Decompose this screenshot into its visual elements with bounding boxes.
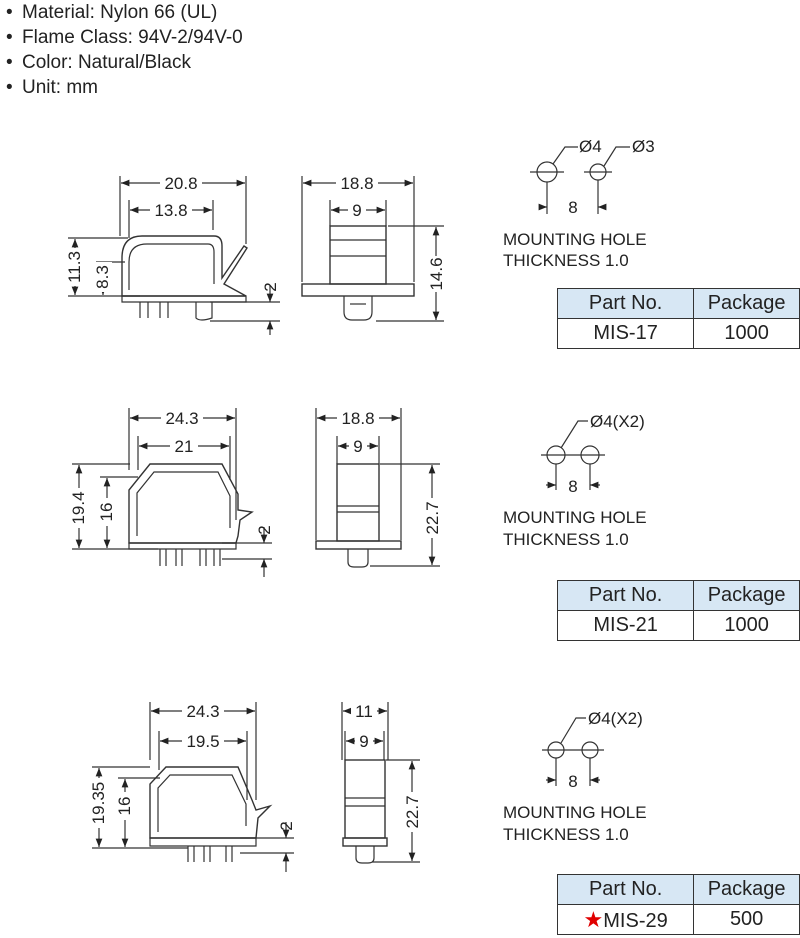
product-2-mounting-holes [541, 420, 605, 490]
dim-width-inner: 19.5 [186, 732, 219, 751]
spec-item-unit: • Unit: mm [6, 75, 243, 100]
product-2-front-view [72, 408, 272, 577]
thickness-label: THICKNESS 1.0 [503, 251, 629, 270]
dim-side-inner: 9 [353, 437, 362, 456]
table-header-row: Part No. Package [556, 580, 800, 611]
spec-list: • Material: Nylon 66 (UL) • Flame Class: 9… [6, 0, 243, 100]
header-part-no: Part No. [556, 874, 695, 905]
mounting-hole-label: MOUNTING HOLE [503, 508, 647, 527]
spec-text: Color: Natural/Black [22, 52, 191, 73]
dim-height-outer: 19.4 [69, 491, 88, 524]
dim-base: 2 [261, 282, 280, 291]
dim-width-inner: 13.8 [154, 201, 187, 220]
product-3-front-dim-labels: 24.3 19.5 19.35 16 2 [89, 702, 296, 831]
product-2-front-dim-labels: 24.3 21 19.4 16 2 [69, 409, 274, 535]
bullet-icon: • [6, 2, 13, 23]
table-row: ★MIS-29 500 [556, 904, 800, 935]
thickness-label: THICKNESS 1.0 [503, 530, 629, 549]
dim-width-outer: 20.8 [164, 174, 197, 193]
thickness-label: THICKNESS 1.0 [503, 825, 629, 844]
header-package: Package [693, 288, 800, 319]
product-1-side-view [301, 176, 444, 322]
dim-width-inner: 21 [175, 437, 194, 456]
hole-spacing: 8 [568, 477, 577, 496]
spec-item-color: • Color: Natural/Black [6, 50, 243, 75]
hole-label-b: Ø3 [632, 137, 655, 156]
spec-item-material: • Material: Nylon 66 (UL) [6, 0, 243, 25]
bullet-icon: • [6, 27, 13, 48]
spec-text: Flame Class: 94V-2/94V-0 [22, 27, 243, 48]
product-2-hole-labels: Ø4(X2) 8 MOUNTING HOLE THICKNESS 1.0 [503, 412, 647, 549]
cell-part-no: MIS-21 [556, 610, 695, 641]
cell-package: 1000 [693, 318, 800, 349]
dim-base: 2 [277, 821, 296, 830]
product-1-hole-labels: Ø4 Ø3 8 MOUNTING HOLE THICKNESS 1.0 [503, 137, 655, 270]
dim-side-height: 14.6 [427, 257, 446, 290]
product-3-side-view [341, 702, 420, 864]
hole-spacing: 8 [568, 772, 577, 791]
product-3-front-view [92, 702, 294, 872]
dim-height-inner: 8.3 [93, 265, 112, 289]
hole-label-a: Ø4 [579, 137, 602, 156]
dim-height-inner: 16 [115, 797, 134, 816]
spec-item-flame-class: • Flame Class: 94V-2/94V-0 [6, 25, 243, 50]
hole-spacing: 8 [568, 198, 577, 217]
product-3-side-dim-labels: 11 9 22.7 [351, 702, 422, 832]
product-1-side-dim-labels: 18.8 9 14.6 [336, 174, 446, 292]
product-2-table: Part No. Package MIS-21 1000 [556, 580, 800, 641]
dim-side-inner: 9 [359, 732, 368, 751]
header-part-no: Part No. [556, 580, 695, 611]
hole-label-a: Ø4(X2) [590, 412, 645, 431]
product-3-hole-labels: Ø4(X2) 8 MOUNTING HOLE THICKNESS 1.0 [503, 709, 647, 844]
dim-side-height: 22.7 [403, 795, 422, 828]
cell-part-no: ★MIS-29 [556, 904, 695, 935]
product-1-front-dim-labels: 20.8 13.8 11.3 8.3 2 [65, 174, 280, 292]
header-package: Package [693, 874, 800, 905]
cell-package: 500 [693, 904, 800, 935]
dim-height-outer: 19.35 [89, 782, 108, 825]
header-package: Package [693, 580, 800, 611]
product-3-table: Part No. Package ★MIS-29 500 [556, 874, 800, 935]
dim-width-outer: 24.3 [165, 409, 198, 428]
part-no-text: MIS-29 [603, 909, 668, 932]
dim-side-width: 18.8 [341, 409, 374, 428]
dim-width-outer: 24.3 [186, 702, 219, 721]
bullet-icon: • [6, 77, 13, 98]
mounting-hole-label: MOUNTING HOLE [503, 803, 647, 822]
cell-package: 1000 [693, 610, 800, 641]
dim-height-inner: 16 [97, 503, 116, 522]
dim-side-inner: 9 [352, 201, 361, 220]
dim-base: 2 [255, 525, 274, 534]
spec-text: Unit: mm [22, 77, 98, 98]
dim-height-outer: 11.3 [65, 251, 84, 283]
header-part-no: Part No. [556, 288, 695, 319]
dim-side-width: 11 [355, 702, 373, 721]
table-header-row: Part No. Package [556, 874, 800, 905]
dim-side-height: 22.7 [423, 501, 442, 534]
product-2-side-view [315, 408, 440, 568]
product-1-table: Part No. Package MIS-17 1000 [556, 288, 800, 349]
product-1-mounting-holes [530, 146, 630, 214]
table-row: MIS-21 1000 [556, 610, 800, 641]
dim-side-width: 18.8 [340, 174, 373, 193]
star-icon: ★ [583, 906, 604, 932]
spec-text: Material: Nylon 66 (UL) [22, 2, 218, 23]
mounting-hole-label: MOUNTING HOLE [503, 230, 647, 249]
table-row: MIS-17 1000 [556, 318, 800, 349]
product-1-front-view [68, 176, 280, 335]
product-2-side-dim-labels: 18.8 9 22.7 [337, 409, 442, 538]
product-3-mounting-holes [542, 717, 604, 786]
hole-label-a: Ø4(X2) [588, 709, 643, 728]
table-header-row: Part No. Package [556, 288, 800, 319]
bullet-icon: • [6, 52, 13, 73]
cell-part-no: MIS-17 [556, 318, 695, 349]
